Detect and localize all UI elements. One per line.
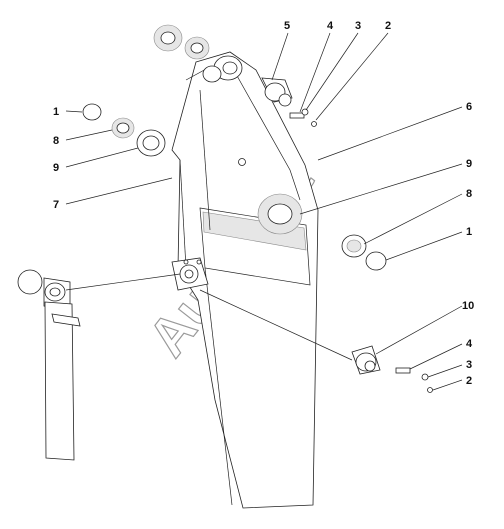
hardware-bottom — [395, 367, 433, 393]
callout-7: 7 — [53, 199, 59, 211]
callout-4-top: 4 — [327, 20, 334, 32]
callout-3-bottom: 3 — [466, 359, 472, 371]
callout-10: 10 — [462, 300, 474, 312]
hardware-top — [289, 108, 317, 127]
callout-8-left: 8 — [53, 135, 59, 147]
callout-1-left: 1 — [53, 106, 59, 118]
part-5-pin — [261, 77, 293, 107]
callout-8-right: 8 — [466, 188, 472, 200]
callout-2-bottom: 2 — [466, 375, 472, 387]
upper-washers — [153, 24, 210, 60]
callout-9-right: 9 — [466, 158, 472, 170]
callout-labels: 1 8 9 7 5 4 3 2 6 9 8 1 10 4 3 2 — [53, 20, 474, 387]
callout-4-bottom: 4 — [466, 338, 473, 350]
leader-lines — [65, 32, 463, 391]
boom-arm — [171, 51, 319, 509]
lower-pivot — [171, 257, 209, 291]
callout-6: 6 — [466, 101, 472, 113]
callout-2-top: 2 — [385, 20, 391, 32]
callout-1-right: 1 — [466, 226, 472, 238]
callout-3-top: 3 — [355, 20, 361, 32]
right-bushings — [257, 193, 387, 271]
callout-9-left: 9 — [53, 162, 59, 174]
part-10-pin — [351, 345, 381, 375]
left-bushings — [82, 103, 166, 157]
hydraulic-cylinder — [17, 269, 81, 461]
upper-pin-boss — [202, 55, 243, 83]
callout-5: 5 — [284, 20, 290, 32]
